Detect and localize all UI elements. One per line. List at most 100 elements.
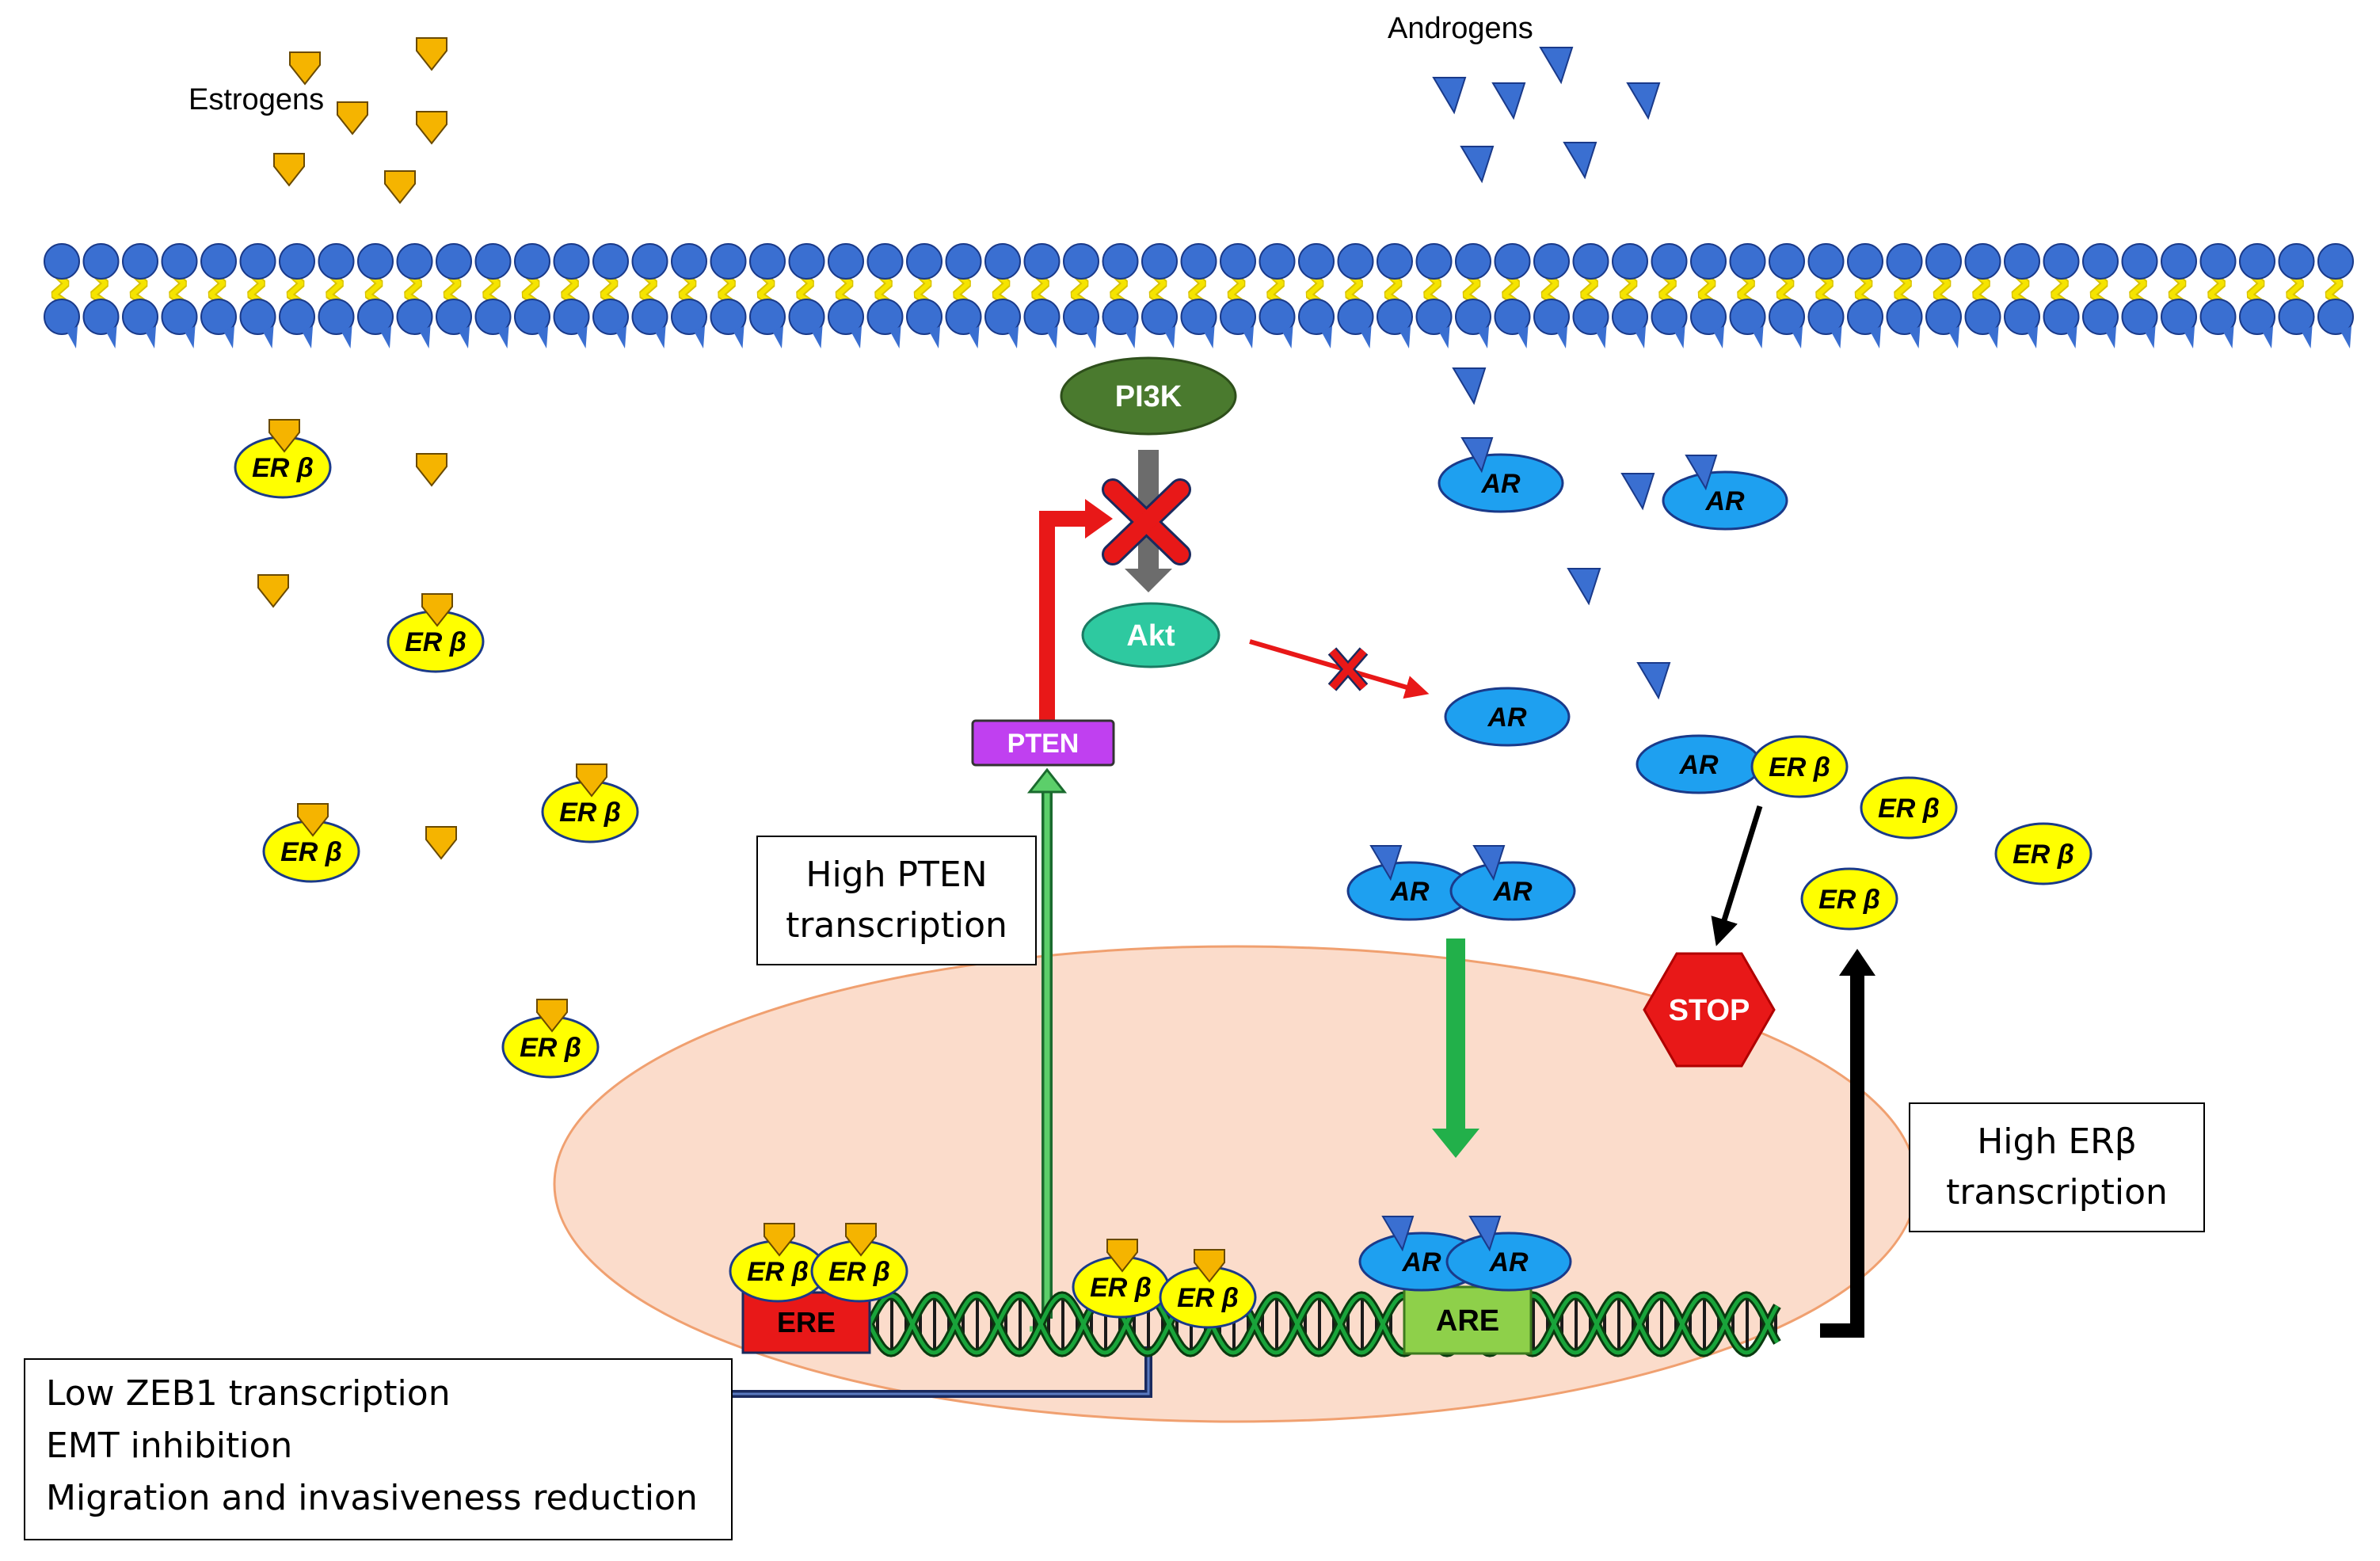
high-erb-line1: High ERβ	[1977, 1121, 2137, 1162]
er-beta-label: ER β	[1177, 1283, 1239, 1313]
er-beta-receptor: ER β	[501, 999, 600, 1079]
er-beta-receptor: ER β	[1159, 1249, 1257, 1329]
estrogen-ligand-icon	[268, 419, 300, 453]
estrogens-label: Estrogens	[188, 83, 324, 116]
er-beta-receptor: ER β	[1072, 1239, 1170, 1319]
androgen-ligand-icon	[1381, 1216, 1415, 1252]
er-beta-receptor: ER β	[810, 1223, 908, 1303]
pi3k-node: PI3K	[1060, 356, 1237, 436]
estrogen-ligand-icon	[1106, 1239, 1138, 1273]
estrogen-ligand-icon	[576, 763, 607, 798]
receptors: ER βER βER βER βER βER βER βER βARARARAR…	[234, 419, 2092, 1329]
androgen-ligand-icon	[1468, 1216, 1502, 1252]
ar-receptor: AR	[1445, 1216, 1572, 1292]
androgen-ligand-icon	[1567, 568, 1601, 606]
pi3k-label: PI3K	[1115, 380, 1182, 413]
er-beta-label: ER β	[405, 627, 466, 657]
ar-receptor: AR	[1358, 1216, 1485, 1292]
er-beta-label: ER β	[280, 837, 342, 867]
estrogen-ligands	[257, 37, 457, 860]
ere-label: ERE	[777, 1306, 836, 1338]
ar-receptor: AR	[1636, 734, 1762, 794]
androgen-ligand-icon	[1369, 845, 1403, 881]
ar-label: AR	[1492, 877, 1533, 907]
ar-label: AR	[1401, 1247, 1441, 1277]
estrogen-ligand-icon	[289, 51, 321, 86]
er-beta-receptor: ER β	[1860, 776, 1958, 840]
akt-ar-arrow	[1249, 639, 1430, 699]
ar-label: AR	[1480, 469, 1521, 499]
er-beta-receptor: ER β	[387, 593, 485, 673]
low-zeb1-line1: Low ZEB1 transcription	[46, 1373, 451, 1414]
er-beta-label: ER β	[1090, 1273, 1152, 1303]
pten-inhibition-arrow	[1039, 499, 1113, 721]
ar-receptor: AR	[1662, 455, 1788, 531]
androgen-ligand-icon	[1539, 47, 1574, 85]
er-beta-label: ER β	[2013, 840, 2074, 870]
er-beta-receptor: ER β	[1994, 822, 2092, 885]
stop-label: STOP	[1669, 994, 1750, 1027]
androgen-ligand-icon	[1472, 845, 1506, 881]
estrogen-ligand-icon	[416, 37, 447, 71]
stop-sign-icon: STOP	[1643, 952, 1776, 1068]
er-beta-receptor: ER β	[262, 803, 360, 883]
ar-label: AR	[1704, 486, 1745, 516]
androgen-ligand-icon	[1491, 82, 1526, 120]
er-beta-receptor: ER β	[1800, 867, 1898, 931]
er-beta-label: ER β	[1878, 794, 1940, 824]
androgen-ligand-icon	[1620, 473, 1655, 511]
er-beta-label: ER β	[747, 1257, 809, 1287]
akt-label: Akt	[1126, 619, 1175, 653]
er-beta-label: ER β	[1769, 752, 1830, 782]
ar-receptor: AR	[1444, 687, 1571, 747]
er-beta-label: ER β	[828, 1257, 890, 1287]
estrogen-ligand-icon	[1194, 1249, 1225, 1283]
are-element: ARE	[1403, 1285, 1533, 1355]
high-pten-line2: transcription	[786, 905, 1007, 946]
androgen-ligand-icon	[1452, 367, 1487, 405]
androgen-ligand-icon	[1432, 77, 1467, 115]
er-beta-label: ER β	[559, 798, 621, 828]
inhibition-cross-icon	[1102, 478, 1191, 565]
estrogen-ligand-icon	[764, 1223, 795, 1257]
androgens-label: Androgens	[1388, 12, 1533, 45]
estrogen-ligand-icon	[536, 999, 568, 1033]
pten-node: PTEN	[971, 719, 1115, 767]
akt-node: Akt	[1081, 602, 1220, 668]
er-beta-receptor: ER β	[541, 763, 639, 843]
low-zeb1-box: Low ZEB1 transcription EMT inhibition Mi…	[24, 1358, 733, 1540]
estrogen-ligand-icon	[425, 826, 457, 860]
ar-erb-stop-arrow	[1711, 805, 1763, 946]
high-pten-line1: High PTEN	[805, 855, 988, 895]
estrogen-ligand-icon	[384, 170, 416, 204]
are-label: ARE	[1436, 1304, 1499, 1338]
estrogen-ligand-icon	[257, 574, 289, 608]
er-beta-receptor: ER β	[729, 1223, 827, 1303]
estrogen-ligand-icon	[845, 1223, 877, 1257]
high-erb-box: High ERβ transcription	[1909, 1102, 2205, 1232]
estrogen-ligand-icon	[416, 111, 447, 145]
estrogen-ligand-icon	[273, 153, 305, 187]
androgen-ligand-icon	[1460, 437, 1494, 474]
cell-membrane	[44, 243, 2354, 348]
ar-label: AR	[1389, 877, 1430, 907]
er-beta-receptor: ER β	[234, 419, 332, 499]
ar-receptor: AR	[1438, 437, 1564, 513]
ar-receptor: AR	[1346, 845, 1473, 921]
high-pten-box: High PTEN transcription	[756, 836, 1037, 965]
er-beta-label: ER β	[252, 453, 314, 483]
androgen-ligand-icon	[1626, 82, 1661, 120]
androgen-ligand-icon	[1685, 455, 1718, 491]
ar-label: AR	[1488, 1247, 1529, 1277]
pten-label: PTEN	[1007, 729, 1080, 759]
small-inhibition-cross-icon	[1327, 647, 1369, 691]
estrogen-ligand-icon	[416, 453, 447, 487]
ar-receptor: AR	[1449, 845, 1576, 921]
estrogen-ligand-icon	[337, 101, 368, 135]
er-beta-label: ER β	[1818, 885, 1880, 915]
er-beta-receptor: ER β	[1750, 735, 1849, 798]
androgen-ligands	[1432, 47, 1671, 700]
high-erb-line2: transcription	[1946, 1172, 2168, 1213]
androgen-ligand-icon	[1636, 662, 1671, 700]
